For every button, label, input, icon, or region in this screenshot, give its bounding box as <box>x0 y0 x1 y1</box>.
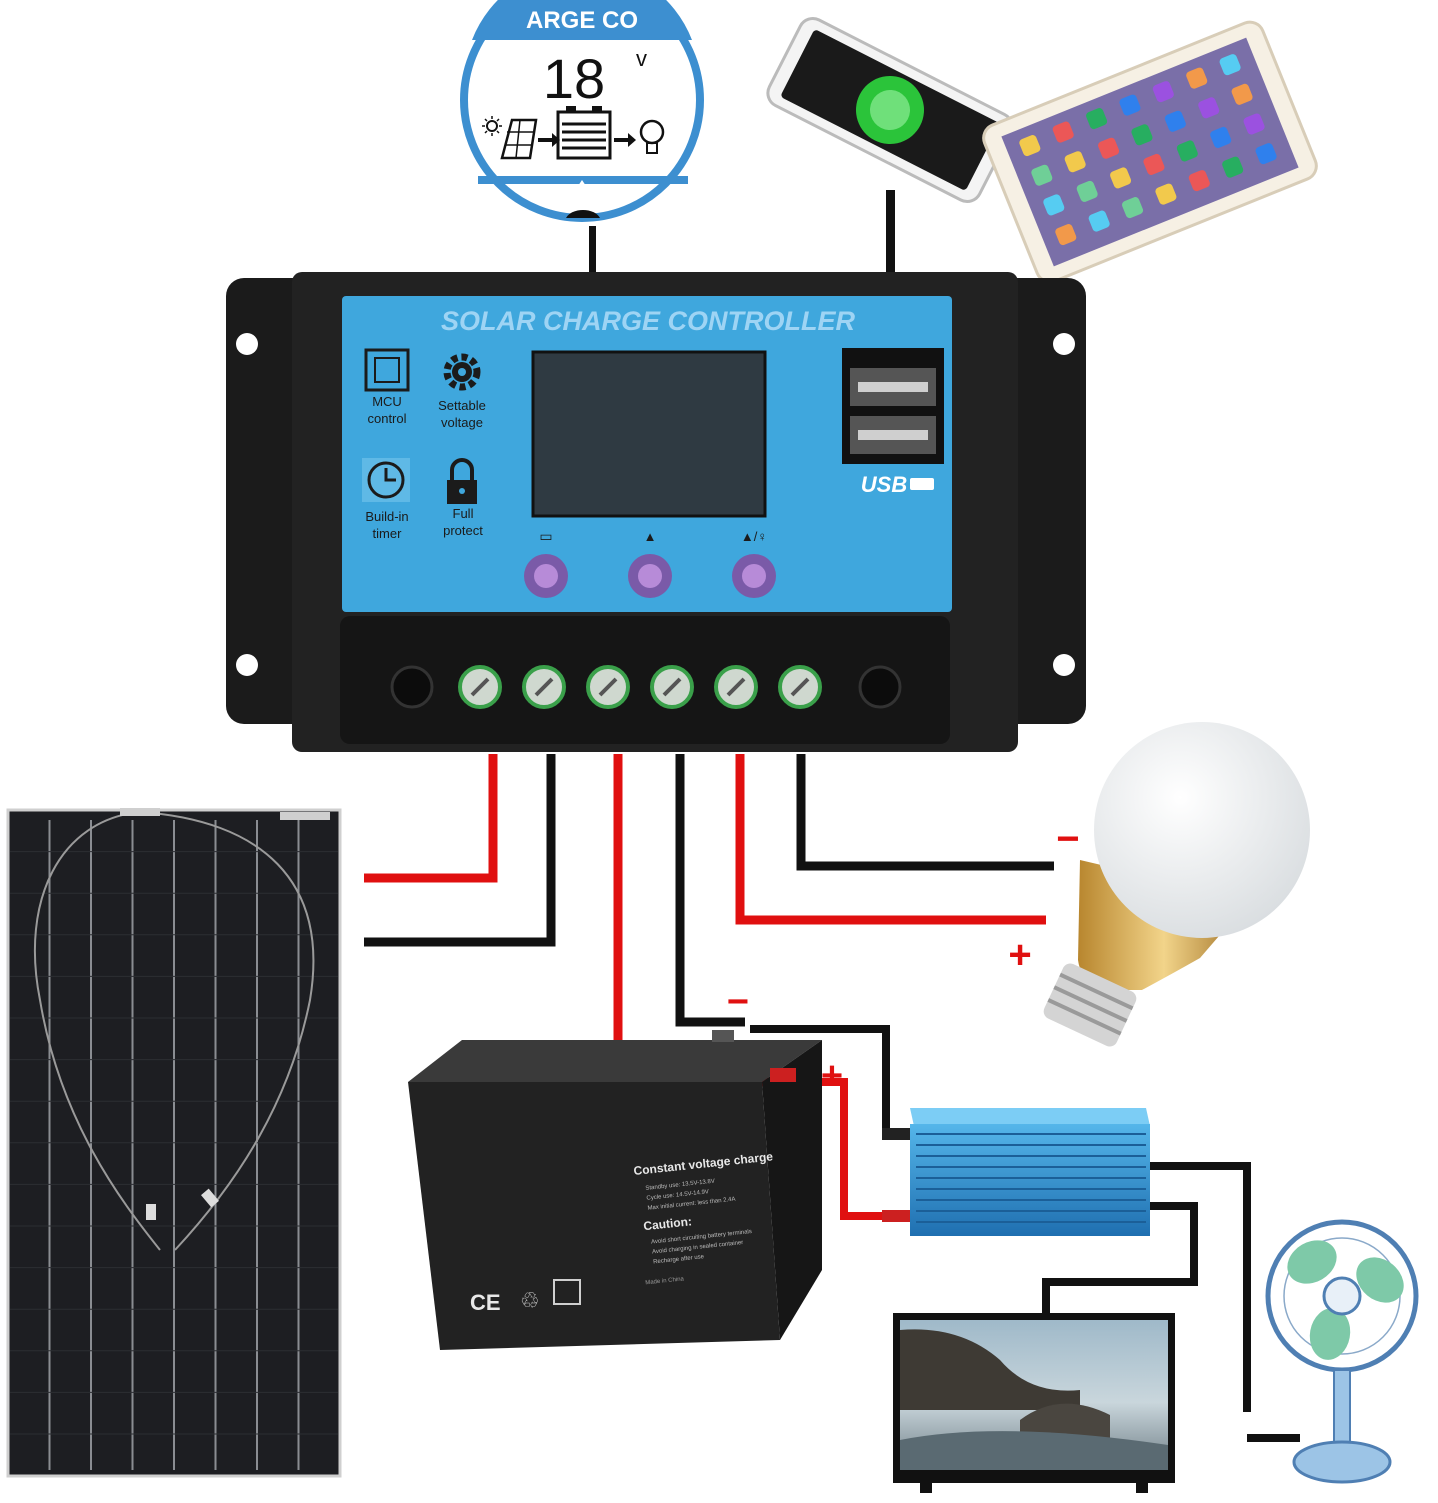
usb-ports[interactable] <box>842 348 944 464</box>
tablet-icon <box>982 20 1318 284</box>
fan-icon <box>1265 1219 1419 1484</box>
load-negative-wire <box>796 754 1054 871</box>
battery-body: Constant voltage charge Standby use: 13.… <box>408 1030 822 1350</box>
gear-icon <box>443 353 481 391</box>
menu-button-battery[interactable]: ▭ <box>524 528 568 598</box>
solar-panel-icon <box>6 808 342 1478</box>
tv-icon <box>893 1313 1175 1493</box>
feature-voltage: Settable voltage <box>438 353 486 430</box>
mount-hole-br <box>1053 654 1075 676</box>
lcd-screen <box>531 350 767 518</box>
usb-plug-icon <box>910 478 934 490</box>
zoom-header-text: ARGE CO <box>526 7 638 34</box>
voltage-value: 18 <box>543 47 605 110</box>
mount-hole-bl <box>236 654 258 676</box>
solar-charge-controller: SOLAR CHARGE CONTROLLER MCU control Sett… <box>226 272 1086 752</box>
sun-icon <box>482 116 502 136</box>
feature-mcu: MCU control <box>364 348 410 426</box>
clock-icon <box>362 458 410 502</box>
bulb-icon <box>639 119 665 154</box>
mount-hole-tl <box>236 333 258 355</box>
battery-pb-icon <box>553 1279 581 1305</box>
bulb-icon <box>1043 722 1310 1047</box>
feature-voltage-line2: voltage <box>441 415 483 430</box>
feature-protect-line2: protect <box>443 523 483 538</box>
terminal-screw <box>714 665 758 709</box>
battery-caution-title: Caution: <box>643 1214 693 1233</box>
feature-mcu-line1: MCU <box>372 394 402 409</box>
battery-footer-line: Made in China <box>645 1276 685 1286</box>
terminal-screw <box>650 665 694 709</box>
inverter-tv-wire <box>1042 1202 1198 1320</box>
feature-timer-line2: timer <box>373 526 403 541</box>
battery-plus-sign: + <box>821 1055 843 1097</box>
phone-icon <box>766 16 1014 204</box>
load-plus-sign: + <box>1008 933 1031 977</box>
menu-button-load[interactable]: ▲/♀ <box>732 529 776 598</box>
mount-hole-tr <box>1053 333 1075 355</box>
warning-icon: ▲ <box>644 529 657 544</box>
feature-voltage-line1: Settable <box>438 398 486 413</box>
feature-protect-line1: Full <box>453 506 474 521</box>
load-positive-wire <box>735 754 1046 925</box>
display-zoom-callout: ARGE CO 18 v <box>460 0 704 222</box>
battery-minus-sign: − <box>727 981 749 1023</box>
feature-protect: Full protect <box>443 458 483 538</box>
terminal-screw <box>586 665 630 709</box>
inverter-fan-wire <box>1150 1162 1251 1412</box>
voltage-unit: v <box>636 46 647 71</box>
controller-title: SOLAR CHARGE CONTROLLER <box>441 306 855 336</box>
feature-timer-line1: Build-in <box>365 509 408 524</box>
terminal-screw <box>458 665 502 709</box>
wiring <box>364 754 1300 1442</box>
ce-mark: CE <box>470 1290 501 1315</box>
panel-positive-wire <box>364 754 498 883</box>
battery-negative-wire <box>675 754 745 1027</box>
battery-caution-line3: Recharge after use <box>653 1254 705 1265</box>
terminal-screw <box>522 665 566 709</box>
load-minus-sign: − <box>1056 817 1079 861</box>
terminal-screw <box>778 665 822 709</box>
panel-negative-wire <box>364 754 556 947</box>
terminal-block <box>340 616 950 744</box>
usb-line <box>886 190 895 346</box>
terminal-screws <box>458 665 822 709</box>
inverter-icon <box>882 1108 1150 1236</box>
feature-mcu-line2: control <box>367 411 406 426</box>
lock-icon <box>447 458 477 504</box>
battery-small-icon: ▭ <box>539 528 552 544</box>
battery-icon <box>556 106 612 160</box>
usb-label: USB <box>861 472 908 497</box>
solar-panel-icon <box>500 118 538 160</box>
chip-icon <box>364 348 410 392</box>
recycle-mark: ♲ <box>520 1288 540 1313</box>
inverter-positive-wire <box>820 1078 905 1220</box>
warning-bulb-icon: ▲/♀ <box>741 529 767 544</box>
feature-timer: Build-in timer <box>362 458 410 541</box>
menu-button-warning[interactable]: ▲ <box>628 529 672 598</box>
